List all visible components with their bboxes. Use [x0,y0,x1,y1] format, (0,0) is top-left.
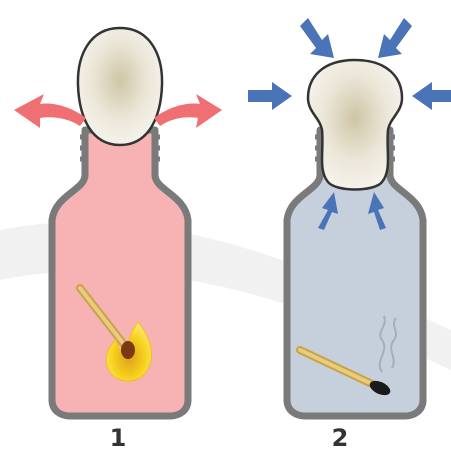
hot-air-out-arrow [154,94,222,128]
panel-label-2: 2 [320,424,360,452]
egg-icon [78,28,162,145]
hot-air-out-arrow [14,94,86,128]
panel-1 [14,28,222,416]
panel-2 [248,18,451,416]
egg-icon [308,60,402,190]
air-pressure-in-arrow [248,82,292,110]
air-pressure-in-arrow [300,18,334,58]
air-pressure-in-arrow [412,82,451,110]
panel-label-1: 1 [98,424,138,452]
air-pressure-in-arrow [378,18,412,58]
